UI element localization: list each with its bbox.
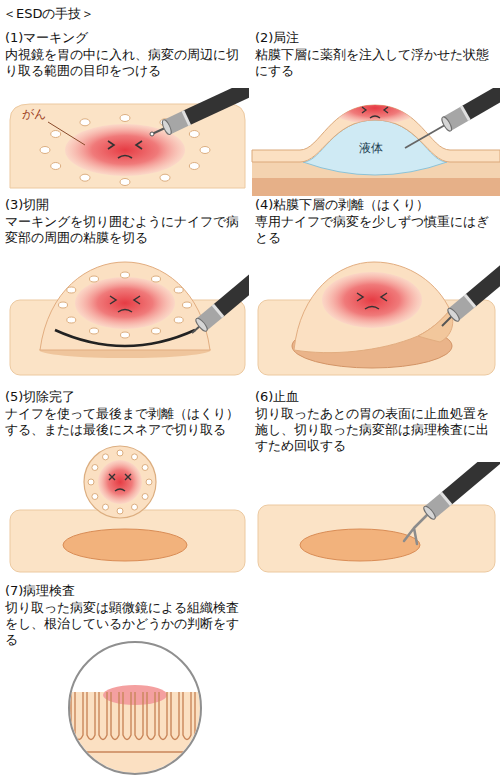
text-slot: (1)マーキング bbox=[5, 30, 243, 46]
step-description: マーキングを切り囲むようにナイフで病変部の周囲の粘膜を切る bbox=[5, 214, 243, 246]
dissection-figure bbox=[258, 250, 500, 375]
resected-specimen bbox=[84, 446, 156, 518]
step-heading: (1)マーキング bbox=[5, 30, 243, 46]
incision-figure bbox=[10, 250, 249, 375]
step-description: 粘膜下層に薬剤を注入して浮かせた状態にする bbox=[255, 47, 495, 79]
raised-mucosa bbox=[40, 262, 210, 350]
lesion-face bbox=[357, 293, 387, 309]
endoscope bbox=[161, 88, 249, 136]
text-slot: 専用ナイフで病変を少しずつ慎重にはぎとる bbox=[255, 214, 495, 246]
knife-tip bbox=[442, 316, 452, 326]
resection-wound bbox=[300, 529, 420, 561]
hemostatic-clip bbox=[404, 514, 428, 544]
cancer-lesion bbox=[98, 460, 142, 504]
text-slot: 内視鏡を胃の中に入れ、病変の周辺に切り取る範囲の目印をつける bbox=[5, 47, 243, 79]
cancer-lesion bbox=[322, 272, 422, 328]
text-slot: (5)切除完了 bbox=[5, 389, 243, 405]
marking-figure bbox=[10, 88, 249, 188]
stomach-surface bbox=[10, 104, 245, 188]
injected-liquid bbox=[303, 120, 447, 175]
step-description: 専用ナイフで病変を少しずつ慎重にはぎとる bbox=[255, 214, 495, 246]
pathology-figure bbox=[60, 642, 210, 782]
flap-underside bbox=[418, 310, 453, 342]
step-heading: (7)病理検査 bbox=[5, 583, 243, 599]
text-slot: (4)粘膜下層の剥離（はくり） bbox=[255, 197, 495, 213]
text-slot: がん bbox=[22, 106, 46, 122]
endoscope bbox=[422, 462, 500, 521]
step-heading: (5)切除完了 bbox=[5, 389, 243, 405]
lesion-face bbox=[110, 296, 140, 312]
lesion-face bbox=[108, 141, 142, 158]
step-heading: (3)切開 bbox=[5, 197, 243, 213]
step-heading: (6)止血 bbox=[255, 389, 495, 405]
text-slot: マーキングを切り囲むようにナイフで病変部の周囲の粘膜を切る bbox=[5, 214, 243, 246]
text-slot: 粘膜下層に薬剤を注入して浮かせた状態にする bbox=[255, 47, 495, 79]
text-slot: ＜ESDの手技＞ bbox=[3, 6, 94, 22]
endoscope bbox=[446, 250, 500, 323]
callout-label: 液体 bbox=[359, 140, 383, 156]
step-description: 切り取ったあとの胃の表面に止血処置を施し、切り取った病変部は病理検査に出すため回… bbox=[255, 406, 495, 454]
text-slot: 切り取った病変は顕微鏡による組織検査をし、根治しているかどうかの判断をする bbox=[5, 600, 243, 648]
lesion-face bbox=[109, 474, 131, 491]
marking-tip-point bbox=[150, 132, 154, 136]
incision-line bbox=[55, 330, 195, 346]
stomach-surface bbox=[258, 505, 495, 572]
microscope-frame bbox=[69, 642, 201, 774]
endoscope bbox=[194, 250, 249, 333]
layer-boundary bbox=[60, 751, 210, 752]
step-description: 内視鏡を胃の中に入れ、病変の周辺に切り取る範囲の目印をつける bbox=[5, 47, 243, 79]
glands bbox=[63, 692, 203, 740]
injection-figure bbox=[252, 88, 500, 196]
text-slot: 液体 bbox=[359, 140, 383, 156]
tissue bbox=[60, 692, 210, 782]
step-heading: (2)局注 bbox=[255, 30, 495, 46]
text-slot: (2)局注 bbox=[255, 30, 495, 46]
leader-line bbox=[48, 122, 85, 145]
hemostasis-figure bbox=[258, 462, 500, 572]
peeled-mucosa bbox=[294, 262, 450, 353]
muscle-layer bbox=[252, 178, 500, 196]
lesion-face bbox=[362, 107, 388, 118]
text-slot: 切り取ったあとの胃の表面に止血処置を施し、切り取った病変部は病理検査に出すため回… bbox=[255, 406, 495, 454]
endoscope bbox=[440, 88, 500, 132]
stomach-surface bbox=[10, 510, 245, 572]
knife-tip bbox=[192, 326, 200, 333]
diagram-title: ＜ESDの手技＞ bbox=[3, 6, 94, 22]
marking-dots bbox=[88, 450, 152, 514]
resection-wound bbox=[63, 529, 187, 561]
cancer-lesion bbox=[329, 92, 421, 124]
step-heading: (4)粘膜下層の剥離（はくり） bbox=[255, 197, 495, 213]
text-slot: ナイフを使って最後まで剥離（はくり）する、または最後にスネアで切り取る bbox=[5, 406, 243, 438]
text-slot: (6)止血 bbox=[255, 389, 495, 405]
marking-dots bbox=[59, 272, 192, 338]
callout-label: がん bbox=[22, 106, 46, 122]
resection-figure bbox=[10, 446, 245, 572]
cancer-lesion bbox=[75, 277, 175, 329]
step-description: 切り取った病変は顕微鏡による組織検査をし、根治しているかどうかの判断をする bbox=[5, 600, 243, 648]
text-slot: (3)切開 bbox=[5, 197, 243, 213]
injection-needle bbox=[405, 125, 445, 148]
text-slot: (7)病理検査 bbox=[5, 583, 243, 599]
step-description: ナイフを使って最後まで剥離（はくり）する、または最後にスネアで切り取る bbox=[5, 406, 243, 438]
